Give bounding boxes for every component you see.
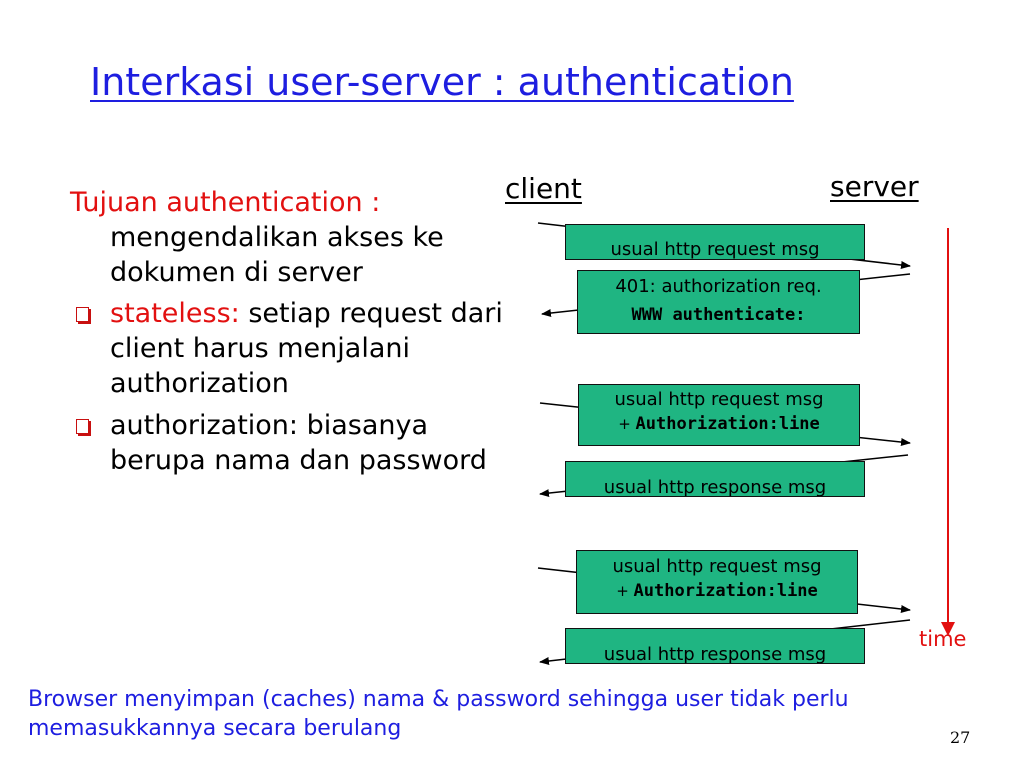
message-request-1-text: usual http request msg [610,239,820,260]
message-request-1: usual http request msg [565,224,865,260]
page-number: 27 [950,728,971,747]
message-request-3-line2: Authorization:line [633,581,818,601]
message-response-2: usual http response msg [565,628,865,664]
message-response-2-text: usual http response msg [603,644,827,664]
authorization-text: authorization: biasanya berupa nama dan … [110,409,487,476]
square-bullet-icon [76,307,89,323]
goal-text: mengendalikan akses ke dokumen di server [110,222,444,289]
message-auth-required: 401: authorization req. WWW authenticate… [577,270,860,334]
time-label: time [919,627,967,651]
bullet-list: Tujuan authentication : mengendalikan ak… [70,185,520,484]
message-response-1: usual http response msg [565,461,865,497]
bullet-item-stateless: stateless: setiap request dari client ha… [70,296,520,401]
message-request-2: usual http request msg + Authorization:l… [578,384,860,446]
footer-note: Browser menyimpan (caches) nama & passwo… [28,687,849,741]
server-label: server [830,170,919,203]
bullet-item-goal: Tujuan authentication : mengendalikan ak… [70,185,520,290]
slide-title: Interkasi user-server : authentication [90,60,794,104]
square-bullet-icon [76,418,89,434]
message-response-1-text: usual http response msg [603,477,827,497]
message-request-3: usual http request msg + Authorization:l… [576,550,858,614]
message-auth-required-line1: 401: authorization req. [615,276,822,297]
bullet-item-authorization: authorization: biasanya berupa nama dan … [70,408,520,478]
message-request-2-line1: usual http request msg [614,389,824,410]
timeline-arrowhead [941,622,955,636]
message-request-2-plus: + [618,415,636,433]
message-auth-required-line2: WWW authenticate: [631,305,806,325]
message-request-2-line2: Authorization:line [635,414,820,434]
stateless-label: stateless: [110,298,240,330]
message-request-3-plus: + [616,582,634,600]
goal-label: Tujuan authentication : [70,187,381,218]
client-label: client [505,172,582,205]
message-request-3-line1: usual http request msg [612,556,822,577]
stateless-text: setiap request dari client harus menjala… [110,298,503,400]
